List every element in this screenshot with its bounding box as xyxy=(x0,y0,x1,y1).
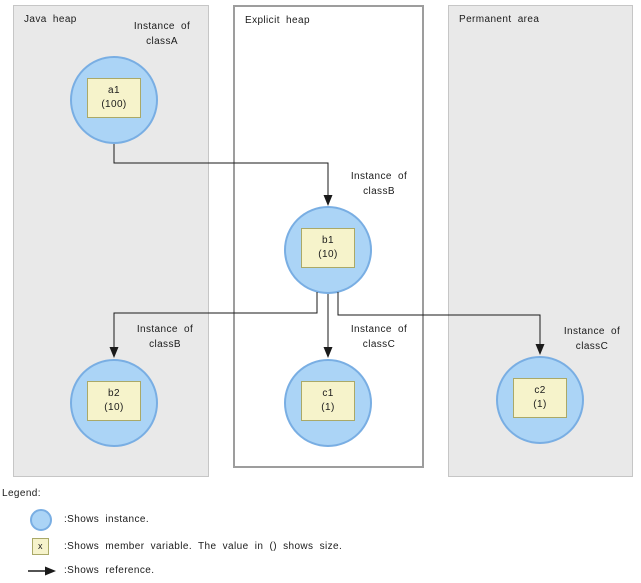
member-variable-b1: b1 (10) xyxy=(301,227,355,268)
label-instance-of-classA: Instance of classA xyxy=(116,19,208,49)
label-line-2: classB xyxy=(363,186,395,197)
label-line-1: Instance of xyxy=(136,324,194,335)
member-variable-a1: a1 (100) xyxy=(87,77,141,118)
member-size: (1) xyxy=(321,401,335,413)
label-line-1: Instance of xyxy=(350,171,408,182)
instance-b1: b1 (10) xyxy=(284,206,372,294)
legend-member-variable-text: :Shows member variable. The value in () … xyxy=(64,541,343,552)
label-instance-of-classC-c1: Instance of classC xyxy=(333,322,425,352)
member-variable-c1: c1 (1) xyxy=(301,380,355,421)
member-size: (10) xyxy=(318,248,338,260)
label-line-1: Instance of xyxy=(563,326,621,337)
label-instance-of-classB-b1: Instance of classB xyxy=(333,169,425,199)
member-variable-c2: c2 (1) xyxy=(513,377,567,418)
label-line-1: Instance of xyxy=(133,21,191,32)
label-line-2: classA xyxy=(146,36,178,47)
legend-reference-text: :Shows reference. xyxy=(64,565,155,576)
label-line-2: classB xyxy=(149,339,181,350)
label-line-2: classC xyxy=(575,341,609,352)
legend-member-variable-icon: x xyxy=(32,538,49,555)
label-line-2: classC xyxy=(362,339,396,350)
legend-instance-text: :Shows instance. xyxy=(64,514,149,525)
member-name: b2 xyxy=(108,387,120,399)
instance-c1: c1 (1) xyxy=(284,359,372,447)
instance-a1: a1 (100) xyxy=(70,56,158,144)
member-size: (1) xyxy=(533,398,547,410)
instance-b2: b2 (10) xyxy=(70,359,158,447)
label-instance-of-classB-b2: Instance of classB xyxy=(119,322,211,352)
permanent-area-title: Permanent area xyxy=(459,14,540,25)
java-heap-title: Java heap xyxy=(24,14,77,25)
legend-title: Legend: xyxy=(2,488,41,499)
member-name: a1 xyxy=(108,84,120,96)
member-name: c2 xyxy=(534,384,546,396)
instance-c2: c2 (1) xyxy=(496,356,584,444)
explicit-heap-title: Explicit heap xyxy=(245,15,310,26)
member-variable-b2: b2 (10) xyxy=(87,380,141,421)
legend-instance-icon xyxy=(30,509,52,531)
member-name: b1 xyxy=(322,234,334,246)
member-name: c1 xyxy=(322,387,334,399)
legend-member-variable-symbol: x xyxy=(38,541,43,551)
legend-reference-arrow-icon xyxy=(28,566,56,576)
member-size: (10) xyxy=(104,401,124,413)
label-line-1: Instance of xyxy=(350,324,408,335)
member-size: (100) xyxy=(101,98,127,110)
label-instance-of-classC-c2: Instance of classC xyxy=(546,324,638,354)
